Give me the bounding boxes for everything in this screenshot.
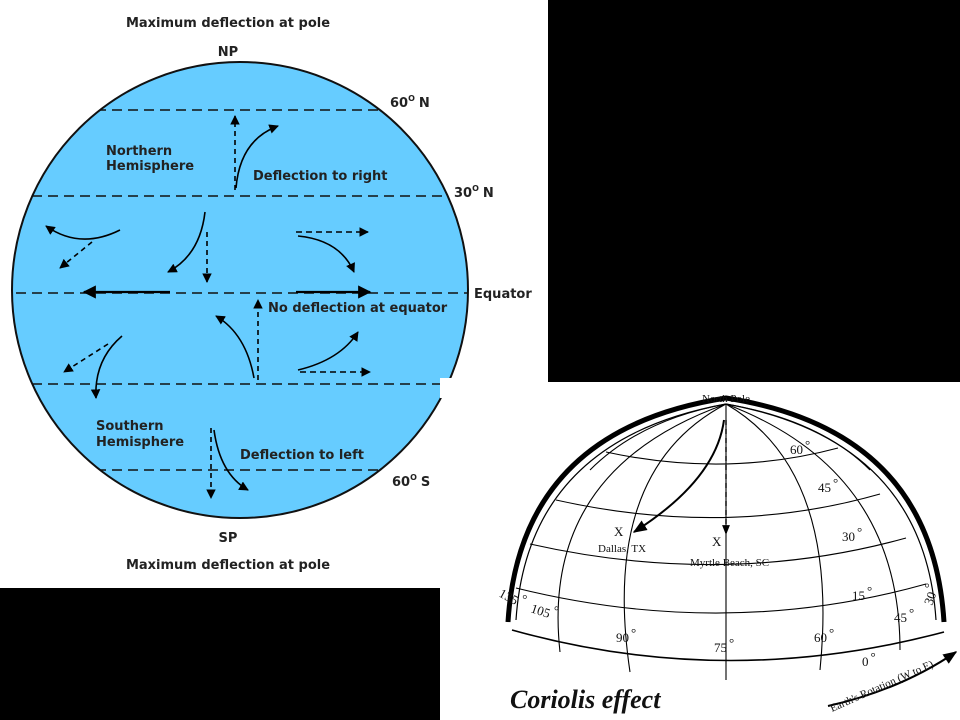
hemisphere-rim xyxy=(505,395,947,623)
deflection-right-label: Deflection to right xyxy=(253,169,387,184)
south-pole-label: SP xyxy=(219,531,238,546)
title-bottom: Maximum deflection at pole xyxy=(126,558,330,573)
myrtle-label: Myrtle Beach, SC xyxy=(690,557,769,569)
left-globe: Maximum deflection at pole NP SP Maximum… xyxy=(11,16,532,573)
north-pole-text: North Pole xyxy=(702,393,750,405)
lat-label-0: 0° xyxy=(862,649,876,669)
rotation-arrow xyxy=(827,651,958,707)
north-pole-label: NP xyxy=(218,45,238,60)
lat-label-60: 60° xyxy=(790,437,810,457)
no-deflection-label: No deflection at equator xyxy=(268,301,448,316)
lon-label-30: 30° xyxy=(916,581,942,607)
lat-label-45: 45° xyxy=(818,475,838,495)
rotation-label: Earth's Rotation (W to E) xyxy=(828,658,935,715)
lon-label-90: 90° xyxy=(616,625,636,645)
deflected-path-arrow xyxy=(632,419,725,533)
southern-hemisphere-line1: Southern xyxy=(96,419,164,434)
equator-base xyxy=(511,629,945,662)
dallas-mark: X xyxy=(614,524,624,539)
deflection-left-label: Deflection to left xyxy=(240,448,364,463)
black-panel-top-right xyxy=(548,0,960,382)
globe-disc xyxy=(11,61,469,519)
lon-label-75: 75° xyxy=(714,635,734,655)
title-top: Maximum deflection at pole xyxy=(126,16,330,31)
deflection-arrows xyxy=(45,115,372,499)
lat-label-15: 15° xyxy=(852,583,872,603)
coriolis-title: Coriolis effect xyxy=(510,685,661,714)
northern-hemisphere-line2: Hemisphere xyxy=(106,159,194,174)
latitude-curves xyxy=(515,447,927,614)
dallas-label: Dallas, TX xyxy=(598,543,646,555)
meridian-curves xyxy=(557,403,901,680)
equator-label: Equator xyxy=(474,287,532,302)
lon-label-105: 105° xyxy=(529,596,561,623)
right-hemisphere: North Pole X Dallas, TX X Myrtle Beach, … xyxy=(497,393,958,715)
northern-hemisphere-line1: Northern xyxy=(106,144,172,159)
lon-label-60: 60° xyxy=(814,625,834,645)
lon-label-45: 45° xyxy=(894,605,914,625)
myrtle-mark: X xyxy=(712,534,722,549)
lat-label-30: 30° xyxy=(842,524,862,544)
black-panel-bottom-left xyxy=(0,588,440,720)
southern-hemisphere-line2: Hemisphere xyxy=(96,435,184,450)
